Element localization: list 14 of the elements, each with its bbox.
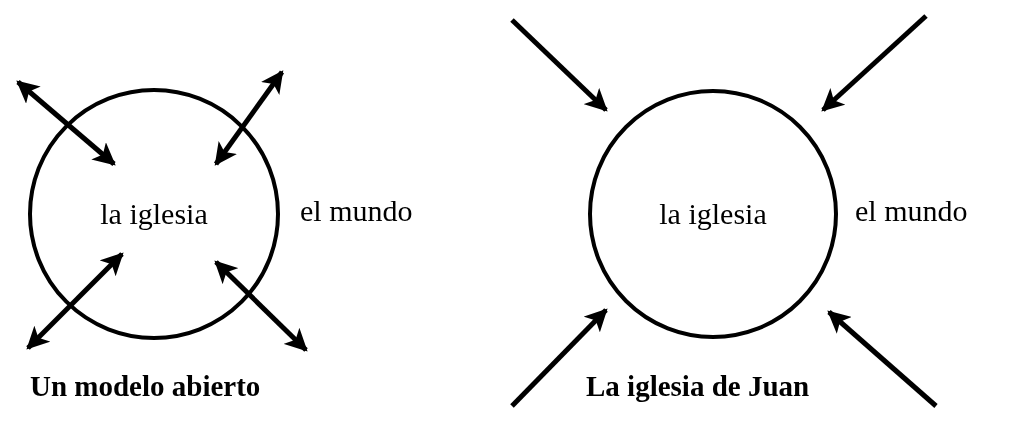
- double-arrow: [16, 80, 116, 166]
- double-arrow: [26, 252, 124, 350]
- double-arrow: [214, 260, 308, 352]
- double-arrow: [213, 70, 285, 166]
- arrow: [510, 308, 608, 408]
- circle-label: la iglesia: [659, 199, 767, 229]
- circle-label: la iglesia: [100, 199, 208, 229]
- diagram-caption: Un modelo abierto: [30, 372, 261, 401]
- region-label: el mundo: [300, 196, 413, 226]
- arrow: [510, 18, 608, 112]
- arrow: [821, 14, 928, 112]
- arrow: [827, 310, 938, 408]
- diagram-caption: La iglesia de Juan: [586, 372, 810, 401]
- region-label: el mundo: [855, 196, 968, 226]
